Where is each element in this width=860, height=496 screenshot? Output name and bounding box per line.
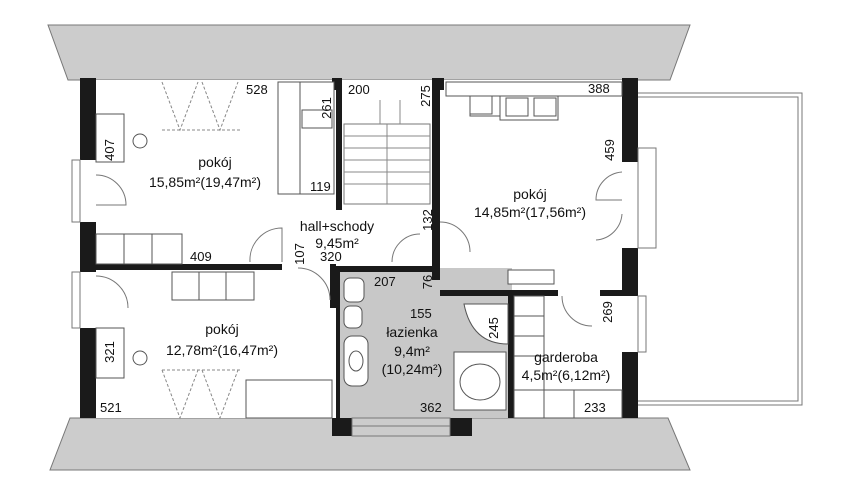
dim-275: 275 xyxy=(418,85,433,107)
dim-459: 459 xyxy=(602,139,617,161)
dim-269: 269 xyxy=(600,301,615,323)
dim-388: 388 xyxy=(588,81,610,96)
bathroom-area-gross: (10,24m²) xyxy=(382,361,443,377)
room-ne-furniture xyxy=(445,81,623,285)
dim-107: 107 xyxy=(292,243,307,265)
roof-top xyxy=(47,24,691,81)
balcony-railing xyxy=(636,92,803,406)
hall-name: hall+schody xyxy=(300,218,374,234)
interior-walls xyxy=(96,80,622,418)
dim-321: 321 xyxy=(102,341,117,363)
dim-119: 119 xyxy=(310,179,331,194)
room-sw-furniture xyxy=(95,271,333,420)
bathroom-fixtures xyxy=(343,277,509,411)
room-sw-area: 12,78m²(16,47m²) xyxy=(166,342,278,358)
balcony-inner-railing xyxy=(636,96,799,402)
dim-132: 132 xyxy=(420,209,435,231)
roof-bottom xyxy=(49,417,691,471)
bathroom-name: łazienka xyxy=(386,324,438,340)
staircase xyxy=(343,100,431,205)
door-swings xyxy=(95,171,623,327)
hall-area: 9,45m² xyxy=(315,235,359,251)
room-nw-area: 15,85m²(19,47m²) xyxy=(149,174,261,190)
wardrobe-shelves xyxy=(513,295,623,419)
room-nw-name: pokój xyxy=(198,154,231,170)
dim-76: 76 xyxy=(420,275,435,289)
dim-200: 200 xyxy=(348,82,370,97)
room-ne-name: pokój xyxy=(513,186,546,202)
dim-362: 362 xyxy=(420,400,442,415)
dim-261: 261 xyxy=(319,97,334,119)
bathroom-area: 9,4m² xyxy=(394,343,430,359)
room-nw-furniture xyxy=(95,81,335,265)
wardrobe-name: garderoba xyxy=(534,349,598,365)
room-sw-name: pokój xyxy=(205,321,238,337)
dim-528: 528 xyxy=(246,82,268,97)
dim-407: 407 xyxy=(102,139,117,161)
dim-521: 521 xyxy=(100,400,122,415)
dim-155: 155 xyxy=(410,306,432,321)
dim-245: 245 xyxy=(486,317,501,339)
room-ne-area: 14,85m²(17,56m²) xyxy=(474,204,586,220)
dim-207: 207 xyxy=(374,274,396,289)
dim-409: 409 xyxy=(190,249,212,264)
dim-320: 320 xyxy=(320,249,342,264)
exterior-openings xyxy=(71,147,657,437)
dim-233: 233 xyxy=(584,400,606,415)
wardrobe-area: 4,5m²(6,12m²) xyxy=(522,367,611,383)
